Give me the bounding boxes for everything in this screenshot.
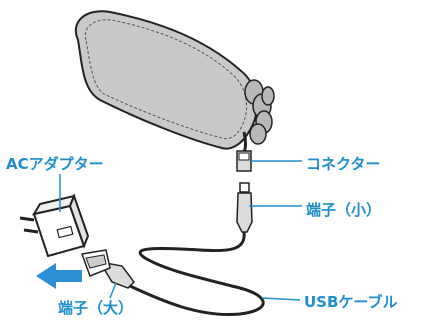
label-terminal-small: 端子（小） (306, 201, 382, 219)
terminal-small-plug (236, 182, 253, 233)
label-ac-adapter: ACアダプター (6, 155, 104, 173)
insert-direction-arrow (36, 263, 82, 289)
mask-strap (244, 79, 275, 145)
label-usb-cable: USBケーブル (304, 293, 398, 311)
label-connector: コネクター (306, 155, 381, 173)
connector (236, 150, 252, 172)
usb-cable (129, 231, 265, 317)
ac-adapter (19, 193, 90, 258)
terminal-large-plug (80, 249, 135, 289)
eye-mask (74, 10, 258, 150)
label-terminal-large: 端子（大） (58, 299, 134, 317)
leader-lines (59, 160, 302, 301)
mask-cable (242, 131, 247, 153)
